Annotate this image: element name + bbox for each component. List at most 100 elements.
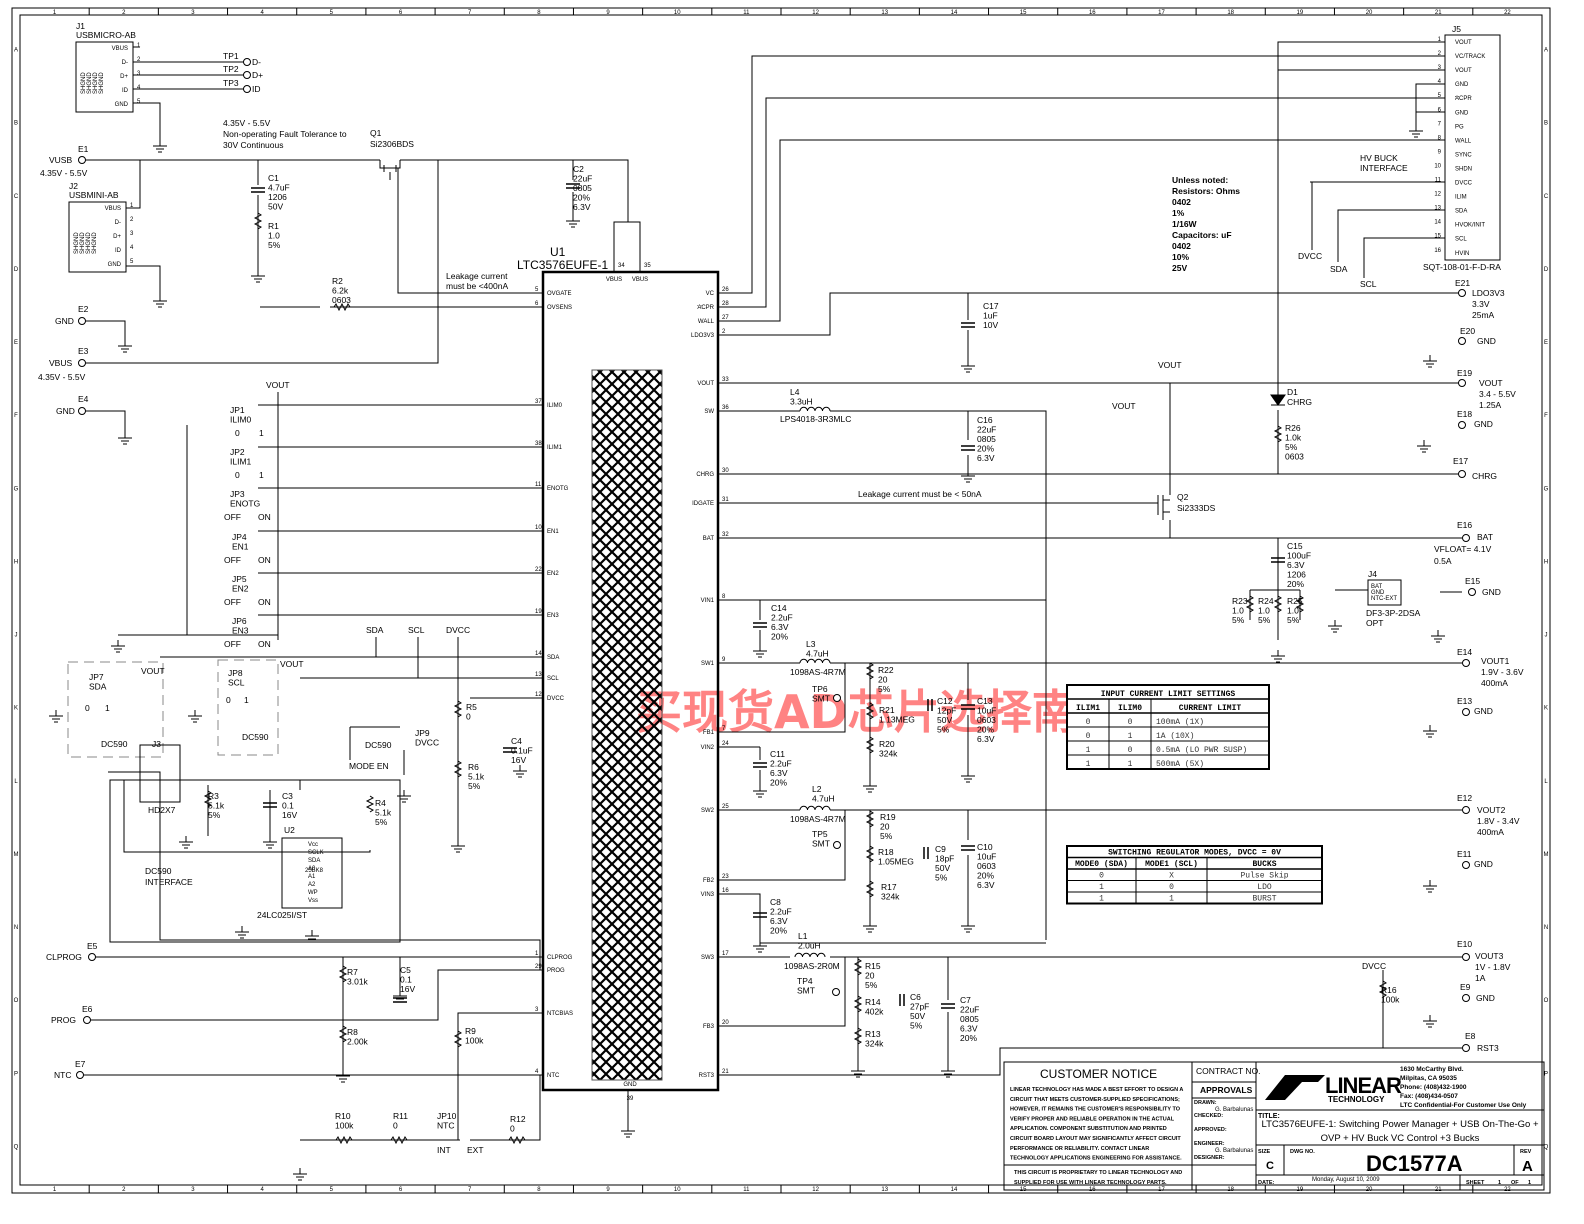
u1-pin-name: FB2: [703, 878, 715, 884]
u1-pin-number: 7: [722, 726, 726, 732]
inductor-icon: [799, 658, 831, 664]
label-line: 1: [259, 428, 264, 438]
label-line: 20%: [977, 725, 994, 735]
test-point-icon[interactable]: [78, 359, 86, 367]
test-point-icon[interactable]: [1458, 470, 1466, 478]
label-line: ON: [258, 512, 271, 522]
label-line: E12: [1457, 793, 1472, 803]
u1-pin-name: ILIM0: [547, 403, 563, 409]
test-point-icon[interactable]: [1468, 588, 1476, 596]
test-point-icon[interactable]: [243, 85, 251, 93]
label-line: 5%: [865, 980, 878, 990]
zone-row: P: [1544, 1071, 1548, 1077]
table-cell: 100mA (1X): [1156, 718, 1204, 727]
ground-icon: [118, 340, 132, 353]
j5-pin-name: GND: [1455, 110, 1469, 116]
u1-pin-number: 8: [722, 594, 726, 600]
label-line: C13: [977, 696, 993, 706]
test-point-icon[interactable]: [1462, 861, 1470, 869]
table-header: ILIM1: [1076, 704, 1100, 713]
zone-row: O: [1544, 998, 1549, 1004]
resistor-icon: [865, 880, 875, 898]
test-point-icon[interactable]: [243, 71, 251, 79]
label-line: R10: [335, 1111, 351, 1121]
table-cell: LDO: [1257, 883, 1272, 892]
test-point-icon[interactable]: [1458, 289, 1466, 297]
test-point-icon[interactable]: [78, 407, 86, 415]
test-point-icon[interactable]: [88, 953, 96, 961]
label-line: HOWEVER, IT REMAINS THE CUSTOMER'S RESPO…: [1010, 1107, 1181, 1113]
label-line: GND: [1474, 859, 1493, 869]
test-point-icon[interactable]: [1462, 806, 1470, 814]
test-point-icon[interactable]: [1462, 534, 1470, 542]
label-line: C9: [935, 844, 946, 854]
test-point-icon[interactable]: [1462, 659, 1470, 667]
zone-row: Q: [14, 1144, 19, 1150]
ground-icon: [513, 765, 527, 778]
u1-pin-number: 23: [722, 874, 729, 880]
label-line: 5%: [910, 1021, 923, 1031]
test-point-icon[interactable]: [1458, 379, 1466, 387]
test-point-icon[interactable]: [1462, 708, 1470, 716]
label-line: A0: [308, 866, 316, 872]
resistor-icon: [333, 302, 351, 312]
u1-pin-number: 31: [722, 497, 729, 503]
zone-col: 9: [606, 1187, 610, 1193]
test-point-icon[interactable]: [832, 988, 840, 996]
label-line: C1: [268, 173, 279, 183]
test-point-icon[interactable]: [243, 58, 251, 66]
test-point-icon[interactable]: [1462, 994, 1470, 1002]
test-point-icon[interactable]: [833, 694, 841, 702]
label-line: 1098AS-4R7M: [790, 814, 846, 824]
label-line: 1: [259, 470, 264, 480]
e17n-label: CHRG: [1472, 471, 1497, 481]
test-point-icon[interactable]: [76, 1071, 84, 1079]
test-point-icon[interactable]: [1462, 953, 1470, 961]
label-line: 20: [865, 971, 875, 981]
test-point-icon[interactable]: [1462, 1044, 1470, 1052]
zone-col: 12: [812, 10, 819, 16]
test-point-icon[interactable]: [78, 317, 86, 325]
e21-label: E21: [1455, 278, 1470, 288]
zone-row: C: [14, 194, 19, 200]
label-line: R14: [865, 997, 881, 1007]
j5-pin-name: HVOK/INIT: [1455, 223, 1485, 229]
label-line: DVCC: [415, 738, 439, 748]
label-line: GND: [55, 316, 74, 326]
label-line: 18pF: [935, 854, 954, 864]
resistor-icon: [1273, 425, 1283, 443]
u1-pin-name: VOUT: [697, 381, 714, 387]
label-line: HD2X7: [148, 805, 176, 815]
label-line: JP8: [228, 668, 243, 678]
u1-pin-name: GND: [623, 1082, 637, 1088]
label-line: 16V: [400, 984, 415, 994]
label-line: E8: [1465, 1031, 1476, 1041]
test-point-icon[interactable]: [1458, 337, 1466, 345]
test-point-icon[interactable]: [1458, 421, 1466, 429]
zone-col: 11: [743, 10, 750, 16]
test-point-icon[interactable]: [83, 1016, 91, 1024]
zone-col: 5: [330, 1187, 334, 1193]
label-line: 100k: [465, 1036, 484, 1046]
label-line: C2: [573, 164, 584, 174]
zone-col: 7: [468, 1187, 472, 1193]
pin-name: ID: [115, 248, 122, 254]
test-points: [76, 58, 1476, 1079]
u1-pin-number: 14: [535, 651, 542, 657]
test-point-icon[interactable]: [78, 156, 86, 164]
table-cell: X: [1169, 872, 1174, 881]
zone-col: 1: [53, 10, 57, 16]
label-line: EN1: [232, 542, 249, 552]
test-point-icon[interactable]: [833, 841, 841, 849]
label-line: C14: [771, 603, 787, 613]
